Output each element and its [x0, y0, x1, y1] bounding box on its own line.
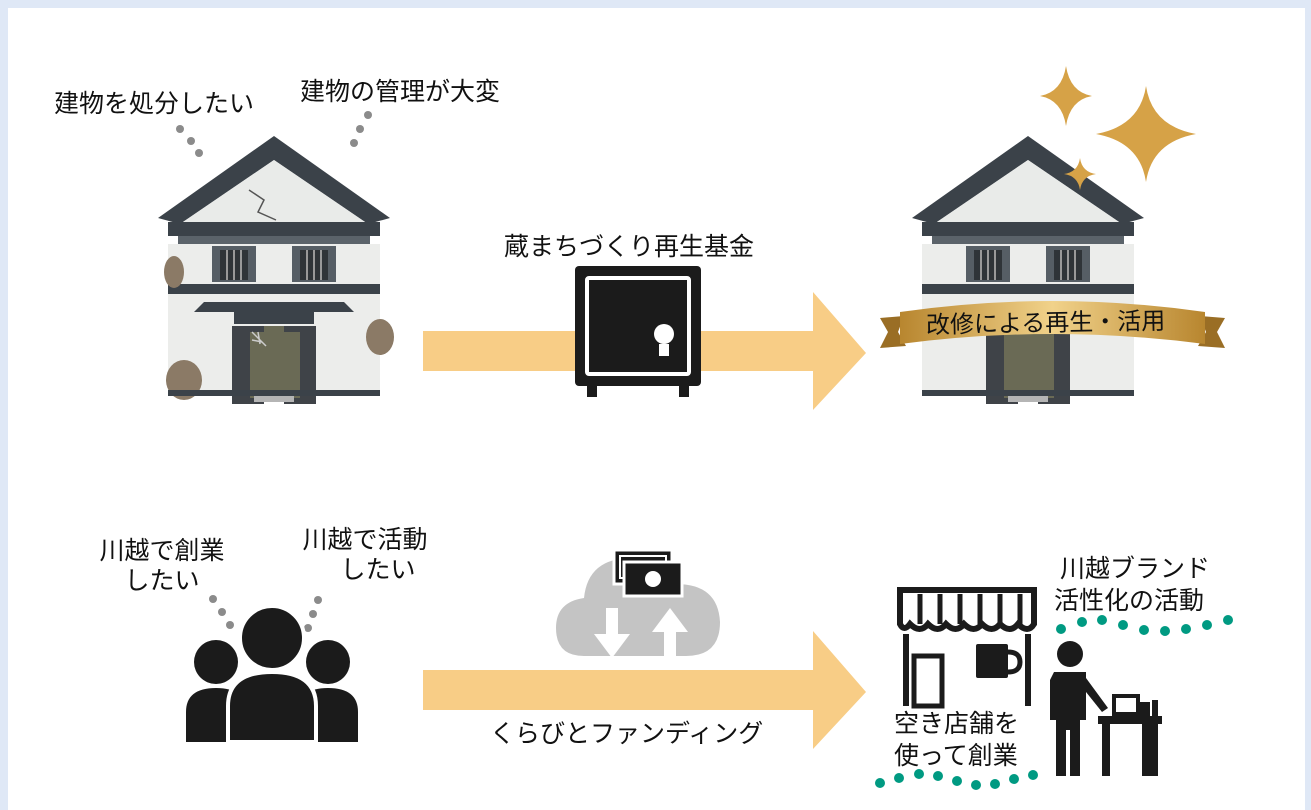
teal-dots-top [1056, 615, 1233, 636]
vacant-store-line-1: 空き店舗を [894, 709, 1020, 738]
ribbon-banner [880, 301, 1225, 348]
thought-dots-dispose [176, 125, 203, 157]
vacant-store-line-2: 使って創業 [894, 741, 1018, 770]
thought-manage-text: 建物の管理が大変 [300, 77, 501, 106]
crowdfunding-label: くらびとファンディング [490, 719, 764, 748]
sparkle-icon [1040, 66, 1196, 190]
thought-dispose-text: 建物を処分したい [54, 89, 255, 118]
coffee-cup-icon [976, 644, 1023, 678]
shop-front-icon [897, 587, 1037, 709]
thought-dots-people [209, 595, 322, 632]
thought-activity-line-2: したい [340, 555, 416, 584]
diagram-canvas: 建物を処分したい 建物の管理が大変 [8, 8, 1305, 810]
bottom-arrow [423, 631, 866, 749]
cloud-money-icon [556, 548, 720, 658]
safe-icon [575, 266, 701, 397]
old-storehouse-icon [158, 136, 394, 404]
thought-dots-manage [350, 111, 372, 147]
fund-label: 蔵まちづくり再生基金 [504, 232, 755, 261]
teal-dots-bottom [875, 769, 1038, 790]
thought-activity-line-1: 川越で活動 [302, 525, 428, 554]
people-group-icon [186, 604, 358, 744]
thought-start-business-line-1: 川越で創業 [99, 536, 225, 565]
thought-start-business-line-2: したい [124, 566, 200, 595]
worker-at-counter-icon [1050, 641, 1162, 776]
brand-activity-line-1: 川越ブランド [1060, 554, 1211, 583]
brand-activity-line-2: 活性化の活動 [1054, 586, 1205, 615]
